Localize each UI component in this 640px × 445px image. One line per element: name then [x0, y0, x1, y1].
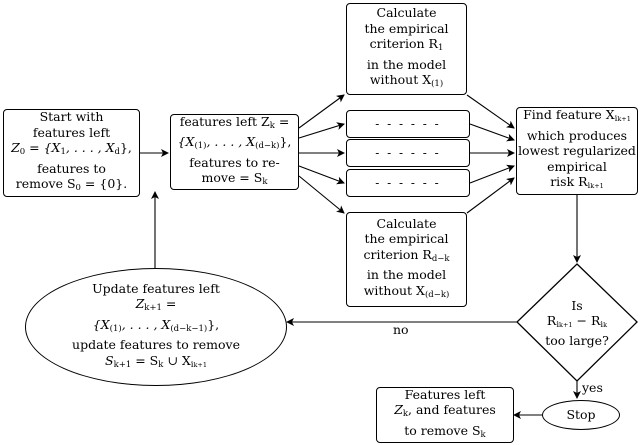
start-line-1: Start with: [39, 109, 104, 125]
decision-line-3: too large?: [545, 333, 609, 348]
state-line-3: features to re-: [189, 154, 280, 170]
start-line-3: Z0 = {X1, . . . , Xd},: [11, 140, 132, 158]
start-line-4: features to: [37, 160, 106, 176]
dash-box-2-text: - - - - - -: [375, 146, 441, 160]
find-box: Find feature Xik+1 which produces lowest…: [516, 107, 638, 195]
decision-line-1: Is: [571, 298, 583, 313]
stop-label: Stop: [566, 407, 596, 423]
edge-label-no: no: [393, 322, 409, 337]
state-line-4: move = Sk: [201, 170, 268, 187]
final-line-3: to remove Sk: [404, 422, 486, 440]
decision-line-2: Rik+1 − Rik: [546, 313, 608, 330]
dash-box-1-text: - - - - - -: [375, 117, 441, 131]
dash-box-1: - - - - - -: [346, 110, 470, 138]
update-line-1: Update features left: [92, 280, 220, 296]
dash-box-3-text: - - - - - -: [375, 176, 441, 190]
update-line-2: Zk+1 =: [135, 296, 177, 314]
find-line-4: empirical: [547, 158, 607, 174]
calc-bottom-line-2: the empirical: [364, 231, 449, 247]
calc-top-line-1: Calculate: [376, 5, 437, 21]
find-line-2: which produces: [526, 127, 628, 143]
edge-state-to-dash-3: [298, 165, 345, 185]
edge-state-to-calc-bottom: [298, 175, 345, 214]
final-box: Features left Zk, and features to remove…: [376, 387, 514, 443]
edge-state-to-calc-top: [298, 94, 345, 129]
find-line-1: Find feature Xik+1: [523, 107, 631, 125]
decision-text: Is Rik+1 − Rik too large?: [520, 298, 634, 348]
find-line-3: lowest regularized: [518, 143, 636, 159]
edge-dash-1-to-find: [469, 123, 515, 142]
decision-diamond: [516, 263, 638, 382]
edge-state-to-dash-1: [298, 122, 345, 139]
calc-top-line-2: the empirical: [364, 20, 449, 36]
update-line-4: update features to remove: [72, 337, 240, 353]
calc-bottom-line-1: Calculate: [376, 215, 437, 231]
update-ellipse: Update features left Zk+1 = {X(1), . . .…: [25, 268, 287, 386]
calc-top-box: Calculate the empirical criterion R1 in …: [346, 3, 467, 95]
calc-bottom-line-5: without X(d−k): [363, 282, 450, 300]
dash-box-3: - - - - - -: [346, 169, 470, 197]
edge-calc-top-to-find: [466, 94, 515, 129]
state-box: features left Zk = {X(1), . . . , X(d−k)…: [170, 114, 299, 190]
edge-dash-3-to-find: [469, 164, 515, 184]
start-box: Start with features left Z0 = {X1, . . .…: [3, 109, 140, 197]
calc-bottom-box: Calculate the empirical criterion Rd−k i…: [346, 212, 467, 307]
calc-top-line-3: criterion R1: [369, 36, 444, 54]
edge-calc-bottom-to-find: [466, 177, 515, 214]
dash-box-2: - - - - - -: [346, 139, 470, 167]
calc-bottom-line-3: criterion Rd−k: [363, 246, 450, 264]
calc-top-line-4: in the model: [366, 56, 447, 72]
update-line-5: Sk+1 = Sk ∪ Xik+1: [105, 352, 207, 370]
start-line-2: features left: [32, 124, 111, 140]
calc-bottom-line-4: in the model: [366, 267, 447, 283]
calc-top-line-5: without X(1): [369, 72, 444, 90]
stop-ellipse: Stop: [542, 400, 620, 430]
update-line-3: {X(1), . . . , X(d−k−1)},: [92, 316, 220, 334]
state-line-1: features left Zk =: [179, 113, 290, 131]
find-line-5: risk Rik+1: [550, 174, 604, 192]
final-line-2: Zk, and features: [394, 402, 496, 420]
state-line-2: {X(1), . . . , X(d−k)},: [177, 134, 292, 151]
final-line-1: Features left: [404, 386, 486, 402]
start-line-5: remove S0 = {0}.: [15, 176, 128, 194]
edge-label-yes: yes: [582, 380, 603, 395]
